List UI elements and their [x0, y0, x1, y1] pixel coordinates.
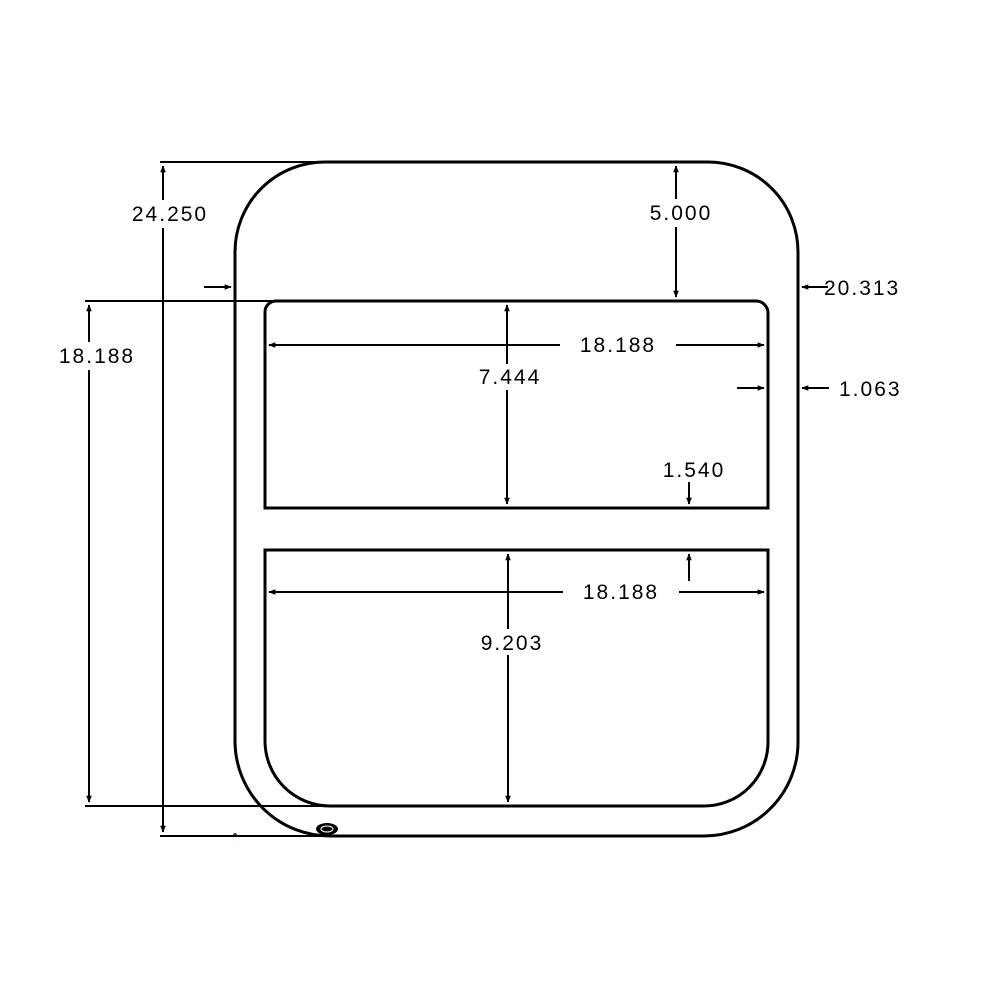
label-side-wall: 1.063 — [839, 378, 902, 401]
label-upper-width: 18.188 — [580, 334, 656, 357]
label-lower-width: 18.188 — [583, 581, 659, 604]
upper-opening — [263, 299, 770, 510]
label-overall-height: 24.250 — [132, 203, 208, 226]
drain-hole-inner — [320, 825, 334, 833]
label-top-margin: 5.000 — [650, 202, 713, 225]
label-lower-height: 9.203 — [481, 632, 544, 655]
lower-opening — [263, 548, 770, 808]
label-overall-width: 20.313 — [824, 277, 900, 300]
label-inner-height: 18.188 — [59, 345, 135, 368]
label-upper-height: 7.444 — [479, 366, 542, 389]
outer-frame — [233, 160, 800, 838]
drain-hole — [316, 823, 338, 835]
label-divider-gap: 1.540 — [663, 459, 726, 482]
